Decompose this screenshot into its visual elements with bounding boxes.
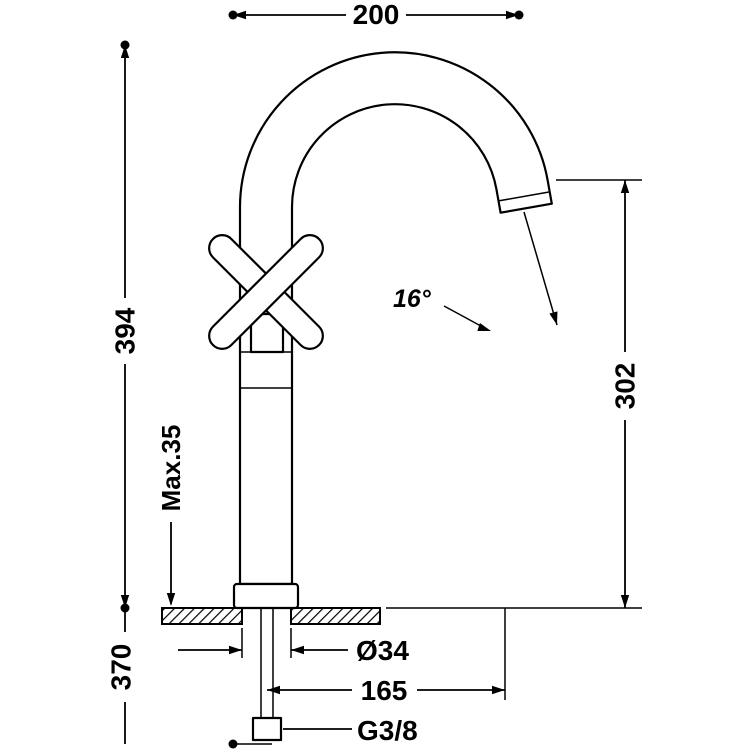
arrowhead (492, 685, 505, 695)
arrowhead (506, 10, 519, 20)
dim-label-g38: G3/8 (357, 715, 418, 746)
dimension-max-deck-thickness: Max.35 (156, 425, 186, 606)
arrowhead (120, 45, 130, 58)
deck-left-section (161, 607, 243, 625)
dim-label-302: 302 (610, 363, 641, 410)
dimension-spout-height: 302 (610, 180, 641, 608)
dim-label-max35: Max.35 (156, 425, 186, 512)
extension-lines (233, 179, 642, 745)
dimension-dot (228, 739, 238, 749)
dimension-total-height: 394 (110, 40, 141, 613)
supply-pipe (251, 606, 283, 742)
arrowhead (291, 645, 304, 655)
dimension-below-deck-length: 370 (106, 608, 238, 749)
handle-arm-diagonal-2 (208, 234, 324, 350)
arrowhead (620, 595, 630, 608)
spout-aerator-line (498, 191, 550, 202)
dim-label-16deg: 16° (393, 285, 432, 313)
dimension-spout-reach: 165 (267, 675, 505, 706)
arrowhead (549, 311, 558, 325)
arrowhead (233, 10, 246, 20)
dim-label-o34: Ø34 (356, 635, 409, 666)
g38-fitting (251, 716, 283, 742)
angle-reference-line (523, 211, 558, 326)
cross-handle (208, 234, 324, 354)
dim-label-200: 200 (353, 0, 400, 30)
mounting-deck (161, 607, 381, 625)
dim-label-394: 394 (110, 307, 141, 354)
base-flange (232, 582, 300, 610)
arrowhead (120, 595, 130, 608)
dimension-connection-thread: G3/8 (283, 715, 418, 746)
arrowhead (166, 593, 176, 606)
dim-label-370: 370 (106, 644, 137, 691)
arrowhead (267, 685, 280, 695)
arrowhead (620, 180, 630, 193)
dimension-top-width: 200 (228, 0, 524, 30)
arrowhead (477, 322, 491, 331)
dimension-hole-diameter: Ø34 (178, 635, 409, 666)
dimension-spout-angle: 16° (393, 211, 558, 331)
deck-right-section (290, 607, 381, 625)
arrowhead (229, 645, 242, 655)
dim-label-165: 165 (361, 675, 408, 706)
faucet-body-and-spout-outline (238, 51, 553, 586)
